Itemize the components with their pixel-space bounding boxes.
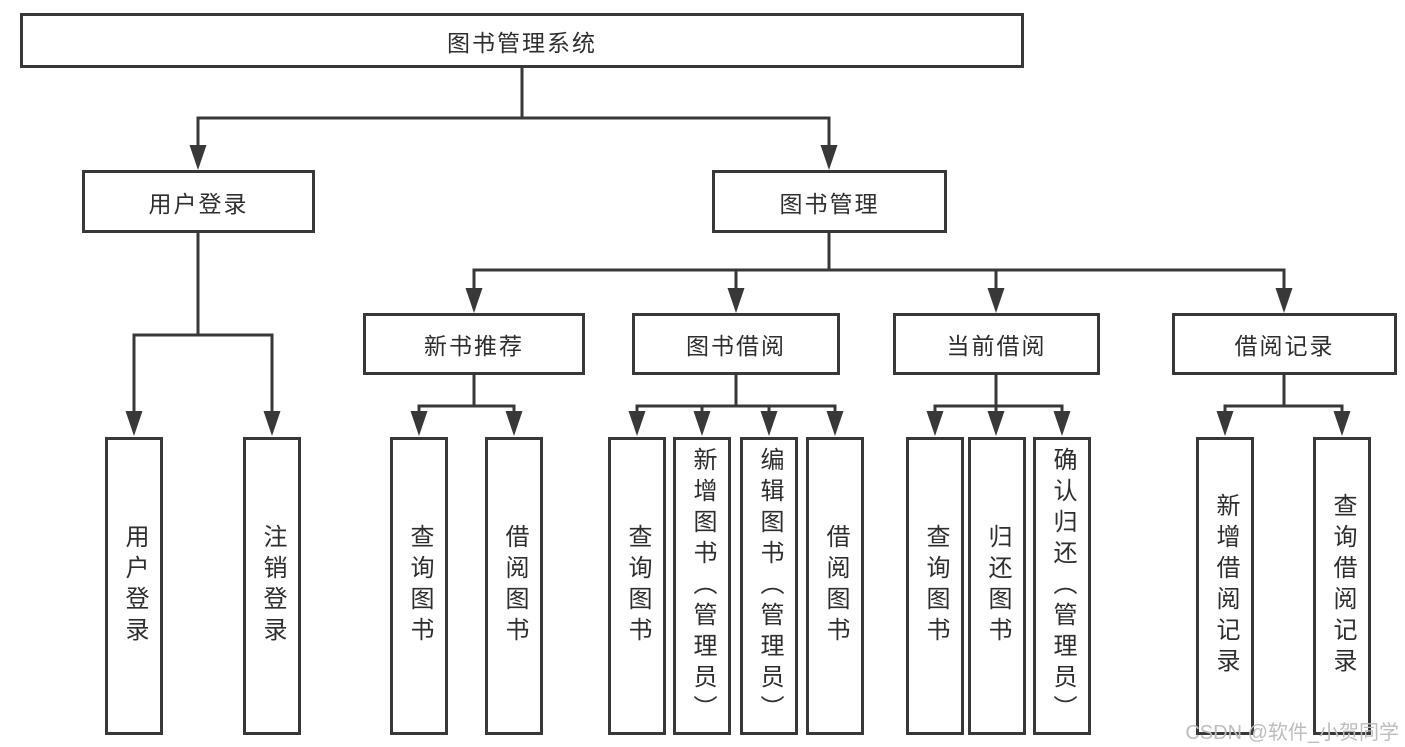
node-book-borrow: 图书借阅 <box>632 313 840 375</box>
node-user-login: 用户登录 <box>82 170 315 233</box>
leaf-confirm-return-admin-label: 确认归还（管理员） <box>1049 446 1076 726</box>
node-current-borrow-label: 当前借阅 <box>946 333 1047 359</box>
leaf-edit-book-admin: 编辑图书（管理员） <box>740 437 798 735</box>
leaf-user-login: 用户登录 <box>105 437 163 735</box>
leaf-query-books-borrow-label: 查询图书 <box>624 524 651 648</box>
leaf-add-borrow-record: 新增借阅记录 <box>1196 437 1254 735</box>
leaf-query-borrow-record: 查询借阅记录 <box>1313 437 1371 735</box>
leaf-query-books-recommend: 查询图书 <box>390 437 448 735</box>
leaf-add-borrow-record-label: 新增借阅记录 <box>1212 493 1239 679</box>
node-book-management-label: 图书管理 <box>779 190 880 217</box>
leaf-query-borrow-record-label: 查询借阅记录 <box>1329 493 1356 679</box>
leaf-borrow-books-recommend-label: 借阅图书 <box>501 524 528 648</box>
leaf-edit-book-admin-label: 编辑图书（管理员） <box>756 446 783 726</box>
leaf-user-login-label: 用户登录 <box>121 524 148 648</box>
node-new-book-recommend: 新书推荐 <box>363 313 585 375</box>
node-book-borrow-label: 图书借阅 <box>686 333 786 359</box>
leaf-borrow-books-label: 借阅图书 <box>822 524 849 648</box>
leaf-return-book: 归还图书 <box>968 437 1026 735</box>
arrowheads <box>125 145 1351 436</box>
leaf-add-book-admin: 新增图书（管理员） <box>673 437 731 735</box>
leaf-query-books-current: 查询图书 <box>906 437 964 735</box>
leaf-return-book-label: 归还图书 <box>984 524 1011 648</box>
leaf-logout-label: 注销登录 <box>259 524 286 648</box>
node-root-system: 图书管理系统 <box>20 13 1024 68</box>
csdn-watermark: CSDN @软件_小贺同学 <box>1185 722 1399 744</box>
node-current-borrow: 当前借阅 <box>893 313 1100 375</box>
node-user-login-label: 用户登录 <box>148 190 249 217</box>
leaf-borrow-books-recommend: 借阅图书 <box>485 437 543 735</box>
leaf-add-book-admin-label: 新增图书（管理员） <box>689 446 716 726</box>
node-borrow-records: 借阅记录 <box>1172 313 1397 375</box>
node-root-label: 图书管理系统 <box>447 29 597 56</box>
leaf-query-books-current-label: 查询图书 <box>922 524 949 648</box>
leaf-confirm-return-admin: 确认归还（管理员） <box>1033 437 1091 735</box>
node-book-management: 图书管理 <box>712 170 947 233</box>
leaf-borrow-books: 借阅图书 <box>806 437 864 735</box>
leaf-logout: 注销登录 <box>243 437 301 735</box>
node-borrow-records-label: 借阅记录 <box>1234 333 1335 359</box>
leaf-query-books-borrow: 查询图书 <box>608 437 666 735</box>
node-new-book-recommend-label: 新书推荐 <box>424 333 524 359</box>
leaf-query-books-recommend-label: 查询图书 <box>406 524 433 648</box>
